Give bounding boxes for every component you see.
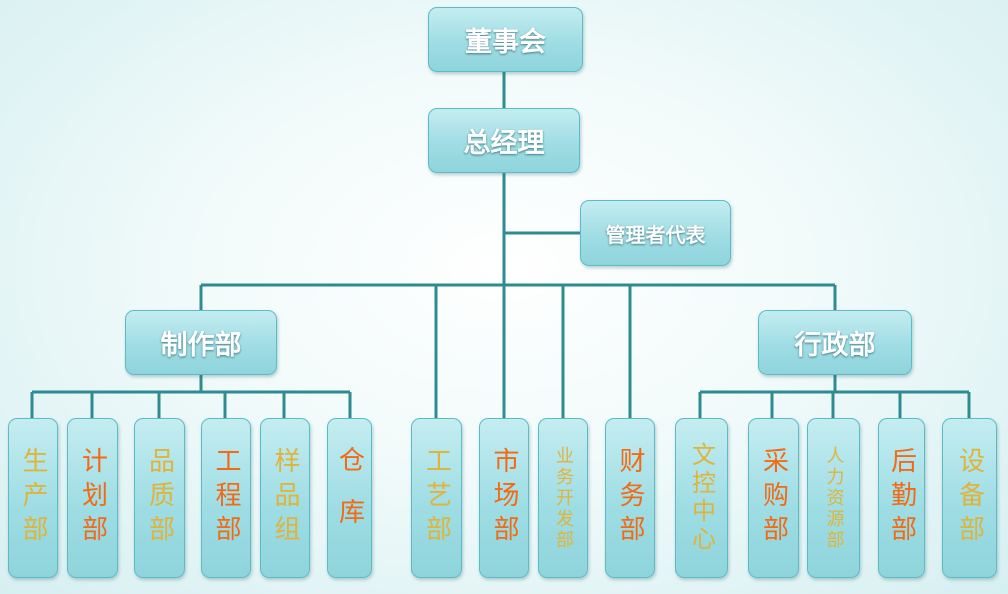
admin-dept-label: 行政部 — [794, 330, 876, 361]
unit-label: 采购部 — [758, 447, 789, 549]
unit-label: 文控中心 — [687, 442, 716, 554]
unit-box-warehouse[interactable]: 仓库 — [327, 418, 372, 578]
unit-label: 仓库 — [334, 446, 365, 550]
unit-box-marketing[interactable]: 市场部 — [479, 418, 529, 578]
general-manager-box[interactable]: 总经理 — [428, 108, 580, 173]
unit-box-sample-group[interactable]: 样品组 — [260, 418, 310, 578]
unit-box-planning[interactable]: 计划部 — [67, 418, 118, 578]
production-dept-box[interactable]: 制作部 — [125, 310, 277, 375]
unit-label: 财务部 — [615, 447, 645, 549]
unit-label: 设备部 — [954, 447, 985, 549]
unit-label: 业务开发部 — [553, 445, 574, 551]
production-dept-label: 制作部 — [160, 330, 242, 361]
unit-box-finance[interactable]: 财务部 — [605, 418, 655, 578]
unit-box-craft[interactable]: 工艺部 — [411, 418, 462, 578]
unit-label: 计划部 — [77, 447, 108, 549]
unit-box-equipment[interactable]: 设备部 — [942, 418, 997, 578]
unit-box-business-development[interactable]: 业务开发部 — [538, 418, 588, 578]
unit-label: 工艺部 — [421, 447, 452, 549]
unit-label: 市场部 — [489, 447, 519, 549]
unit-box-document-control[interactable]: 文控中心 — [675, 418, 728, 578]
unit-box-purchasing[interactable]: 采购部 — [748, 418, 799, 578]
board-box[interactable]: 董事会 — [428, 7, 583, 72]
unit-box-human-resources[interactable]: 人力资源部 — [807, 418, 860, 578]
board-label: 董事会 — [465, 27, 546, 58]
unit-box-production[interactable]: 生产部 — [8, 418, 58, 578]
management-representative-label: 管理者代表 — [605, 222, 706, 247]
admin-dept-box[interactable]: 行政部 — [758, 310, 912, 375]
unit-label: 后勤部 — [886, 447, 917, 549]
unit-box-logistics[interactable]: 后勤部 — [878, 418, 925, 578]
management-representative-box[interactable]: 管理者代表 — [580, 200, 731, 266]
unit-label: 生产部 — [18, 447, 48, 549]
unit-box-engineering[interactable]: 工程部 — [201, 418, 251, 578]
unit-label: 工程部 — [211, 447, 241, 549]
unit-label: 样品组 — [270, 447, 300, 549]
general-manager-label: 总经理 — [463, 128, 545, 159]
unit-box-quality[interactable]: 品质部 — [134, 418, 185, 578]
unit-label: 人力资源部 — [823, 445, 845, 551]
unit-label: 品质部 — [144, 447, 175, 549]
